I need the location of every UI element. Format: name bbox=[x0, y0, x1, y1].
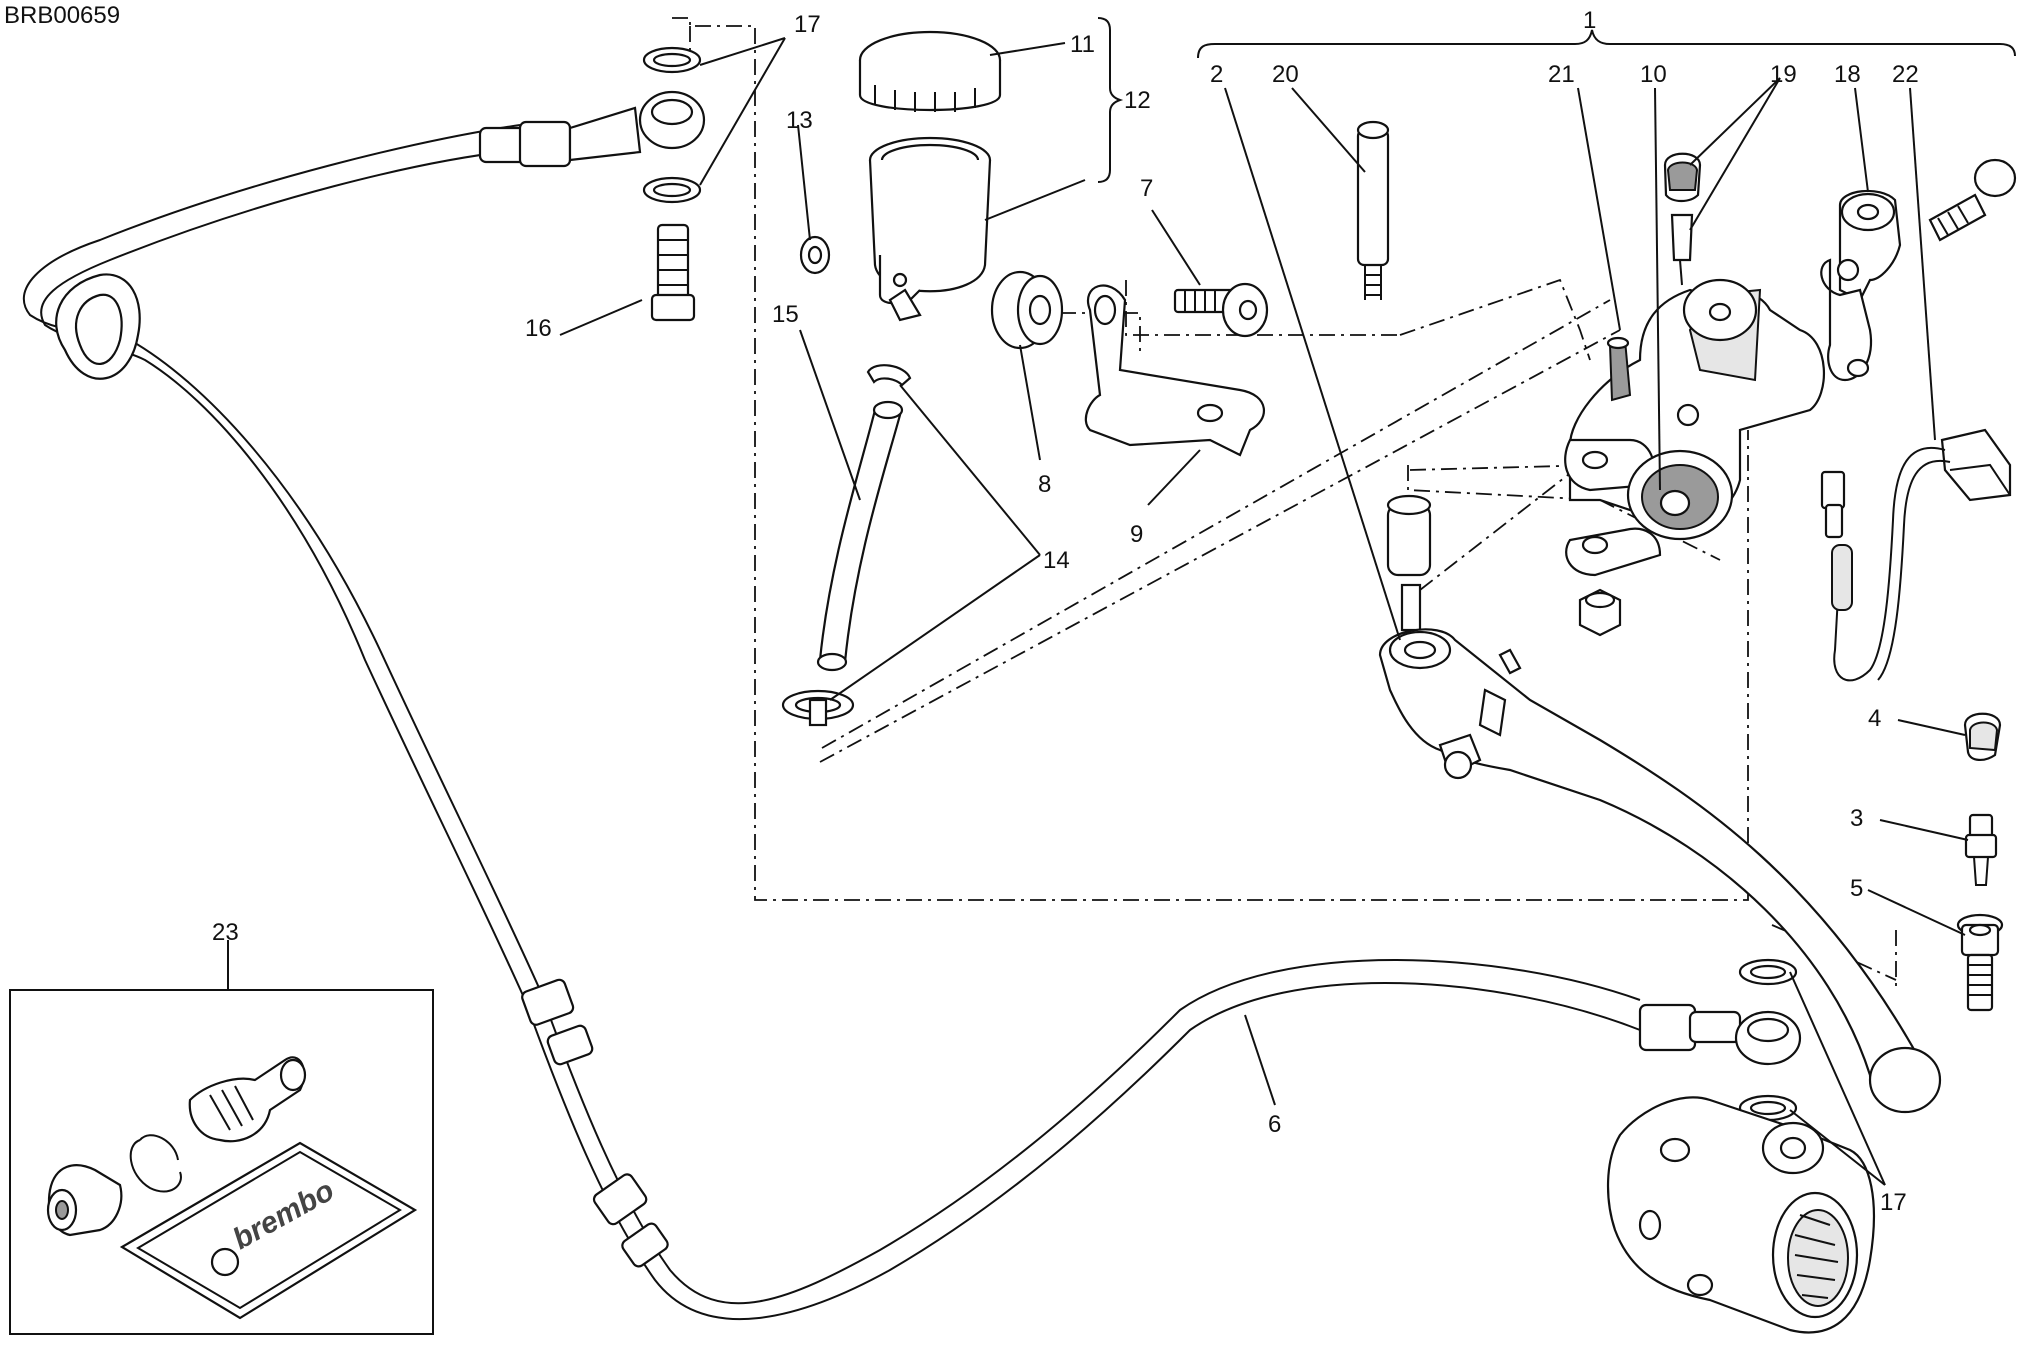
grommet-8 bbox=[990, 270, 1064, 350]
master-cylinder-body bbox=[1564, 152, 1826, 637]
banjo-fitting-top bbox=[638, 46, 706, 322]
cap-4 bbox=[1963, 712, 2002, 761]
callout-12: 12 bbox=[1124, 87, 1151, 114]
bleed-screw-3 bbox=[1964, 813, 1998, 886]
callout-6: 6 bbox=[1268, 1111, 1281, 1138]
bracket-9 bbox=[1084, 284, 1266, 457]
vent-hose-15 bbox=[816, 400, 904, 672]
callout-5: 5 bbox=[1850, 875, 1863, 902]
callout-numbers: 1 2 20 21 10 19 18 22 17 11 12 13 7 16 1… bbox=[212, 7, 1919, 1216]
callout-8: 8 bbox=[1038, 471, 1051, 498]
slave-cylinder bbox=[1606, 1096, 1876, 1334]
callout-17-bottom: 17 bbox=[1880, 1189, 1907, 1216]
group-bracket-12 bbox=[1097, 17, 1124, 183]
callout-22: 22 bbox=[1892, 61, 1919, 88]
banjo-bolt-5 bbox=[1956, 913, 2004, 1012]
callout-4: 4 bbox=[1868, 705, 1881, 732]
reservoir-cap-11 bbox=[858, 30, 1002, 112]
group-bracket-1 bbox=[1197, 29, 2016, 59]
callout-19: 19 bbox=[1770, 61, 1797, 88]
callout-2: 2 bbox=[1210, 61, 1223, 88]
grommet-13 bbox=[799, 235, 831, 275]
banjo-fitting-bottom bbox=[1734, 958, 1802, 1122]
callout-18: 18 bbox=[1834, 61, 1861, 88]
callout-17-top: 17 bbox=[794, 11, 821, 38]
hose-clip-14 bbox=[781, 364, 912, 727]
callout-10: 10 bbox=[1640, 61, 1667, 88]
callout-23: 23 bbox=[212, 919, 239, 946]
clamp-18 bbox=[1820, 158, 2017, 382]
bushing bbox=[1386, 494, 1432, 632]
leader-lines bbox=[227, 37, 1969, 1186]
callout-21: 21 bbox=[1548, 61, 1575, 88]
screw-7 bbox=[1173, 282, 1269, 338]
callout-15: 15 bbox=[772, 301, 799, 328]
clutch-hose-6 bbox=[23, 106, 1742, 1321]
callout-20: 20 bbox=[1272, 61, 1299, 88]
callout-1: 1 bbox=[1583, 7, 1596, 34]
callout-14: 14 bbox=[1043, 547, 1070, 574]
callout-3: 3 bbox=[1850, 805, 1863, 832]
callout-7: 7 bbox=[1140, 175, 1153, 202]
callout-11: 11 bbox=[1070, 31, 1095, 58]
reservoir-12 bbox=[868, 136, 992, 322]
callout-9: 9 bbox=[1130, 521, 1143, 548]
drawing-code: BRB00659 bbox=[4, 2, 121, 29]
repair-kit-23: brembo bbox=[9, 989, 434, 1335]
clutch-lever-2 bbox=[1378, 628, 1942, 1114]
switch-22 bbox=[1820, 428, 2012, 682]
spacer-bolt-20 bbox=[1356, 120, 1390, 300]
callout-16: 16 bbox=[525, 315, 552, 342]
callout-13: 13 bbox=[786, 107, 813, 134]
